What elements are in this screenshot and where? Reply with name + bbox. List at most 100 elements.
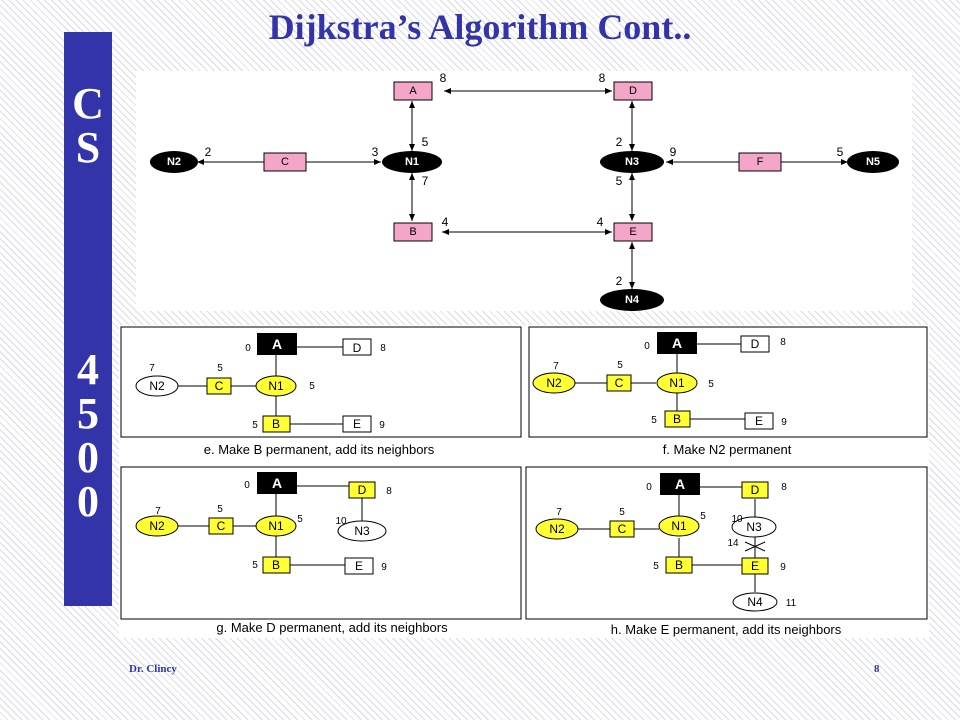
cost-label: 5 [616,174,623,188]
node-label-N3: N3 [625,156,639,168]
step-g-node-A [257,472,297,494]
cost-label: 8 [599,71,606,85]
step-e-node-N2 [135,375,179,397]
network-N1 [382,151,442,173]
step-g-node-N2 [135,515,179,537]
course-code-bar: C S 4 5 0 0 [64,32,112,606]
node-label-N4: N4 [625,294,640,306]
step-f-label-N1: N1 [669,376,685,390]
step-h-label-B: B [675,558,683,572]
step-h-node-N3 [731,516,777,538]
step-h-node-E [741,557,769,575]
step-f-node-B [664,410,691,428]
node-label-E: E [629,226,636,238]
step-h-cost-B: 5 [653,561,659,572]
step-f-node-C [606,374,632,392]
step-f-label-C: C [615,376,624,390]
course-digit-3: 0 [77,433,99,482]
course-letter-2: S [75,123,101,172]
step-h-cost-cross: 14 [727,538,739,549]
network-N2 [150,151,198,173]
node-label-N1: N1 [405,156,419,168]
node-label-D: D [629,85,637,97]
node-label-B: B [409,226,416,238]
network-diagram: A D N2 C N1 N3 F N5 B E N4 8 8 5 7 2 3 2… [136,71,912,311]
step-f-cost-E: 9 [781,417,787,428]
cost-label: 4 [442,215,449,229]
step-e-node-E [342,415,372,433]
step-f-cost-B: 5 [651,415,657,426]
step-f-cost-N1: 5 [708,379,714,390]
step-h-node-N4 [732,592,778,612]
step-e-cost-N2: 7 [149,363,155,374]
step-f-label-B: B [673,412,681,426]
network-svg: A D N2 C N1 N3 F N5 B E N4 8 8 5 7 2 3 2… [150,71,899,311]
step-h-cost-C: 5 [619,507,625,518]
step-f-node-E [744,412,774,430]
step-g-label-B: B [272,558,280,572]
node-label-F: F [757,156,764,168]
step-g-caption: g. Make D permanent, add its neighbors [216,620,448,635]
step-g-cost-D: 8 [386,486,392,497]
step-e-cost-N1: 5 [309,381,315,392]
network-N4 [600,289,664,311]
step-e-label-C: C [215,379,224,393]
step-e-label-N1: N1 [268,379,284,393]
step-e-cost-D: 8 [380,343,386,354]
step-f-cost-C: 5 [617,360,623,371]
step-g-cost-N2: 7 [155,506,161,517]
step-f-label-E: E [755,414,763,428]
step-h-cost-E: 9 [780,562,786,573]
network-N3 [600,151,664,173]
step-h-label-A: A [675,476,685,492]
step-h-frame [525,466,928,620]
course-digit-2: 5 [77,389,99,438]
course-digit-4: 0 [77,477,99,526]
step-h-cost-D: 8 [781,482,787,493]
step-g-label-N3: N3 [354,524,370,538]
step-g: A D N3 N2 C N1 B E 0 8 10 7 5 5 5 9 g. M… [135,472,448,635]
step-e-label-D: D [353,341,362,355]
step-f: A D N2 C N1 B E 0 8 7 5 5 5 9 f. Make N2… [532,332,792,457]
cost-label: 2 [205,145,212,159]
step-f-node-N1 [656,372,698,394]
step-f-node-D [740,335,770,353]
step-e-cost-C: 5 [217,363,223,374]
step-e-cost-B: 5 [252,420,258,431]
course-digit-1: 4 [77,345,99,394]
step-g-cost-B: 5 [252,560,258,571]
step-f-node-A [657,332,697,354]
step-g-label-N1: N1 [268,519,284,533]
slide-title: Dijkstra’s Algorithm Cont.. [268,7,692,47]
cost-label: 2 [616,274,623,288]
router-B [393,222,433,242]
step-h-label-N1: N1 [671,519,687,533]
step-h-label-N3: N3 [746,520,762,534]
step-h-node-N2 [535,518,579,540]
step-g-node-B [262,556,291,574]
step-e-label-N2: N2 [149,379,165,393]
step-g-cost-C: 5 [217,504,223,515]
step-h-node-D [741,481,769,499]
step-h-cost-N1: 5 [700,511,706,522]
router-D [613,81,653,101]
step-e-label-A: A [272,336,282,352]
step-g-label-C: C [217,519,226,533]
router-E [613,222,653,242]
steps-area: A D N2 C N1 B E 0 8 7 5 5 5 9 e. Make B … [119,325,929,638]
step-g-node-D [348,481,376,499]
step-h-cost-N3: 10 [731,514,743,525]
step-e-node-B [262,415,291,433]
slide-number: 8 [874,663,880,675]
step-h-label-N2: N2 [549,522,565,536]
step-g-label-E: E [355,559,363,573]
node-label-N5: N5 [866,156,880,168]
step-h-node-C [609,520,635,538]
step-h-node-A [660,473,700,495]
step-g-frame [120,466,522,620]
step-h-cost-N2: 7 [556,507,562,518]
step-e-frame [120,326,522,438]
step-e-label-B: B [272,417,280,431]
step-f-cost-N2: 7 [553,361,559,372]
step-f-label-D: D [751,337,760,351]
